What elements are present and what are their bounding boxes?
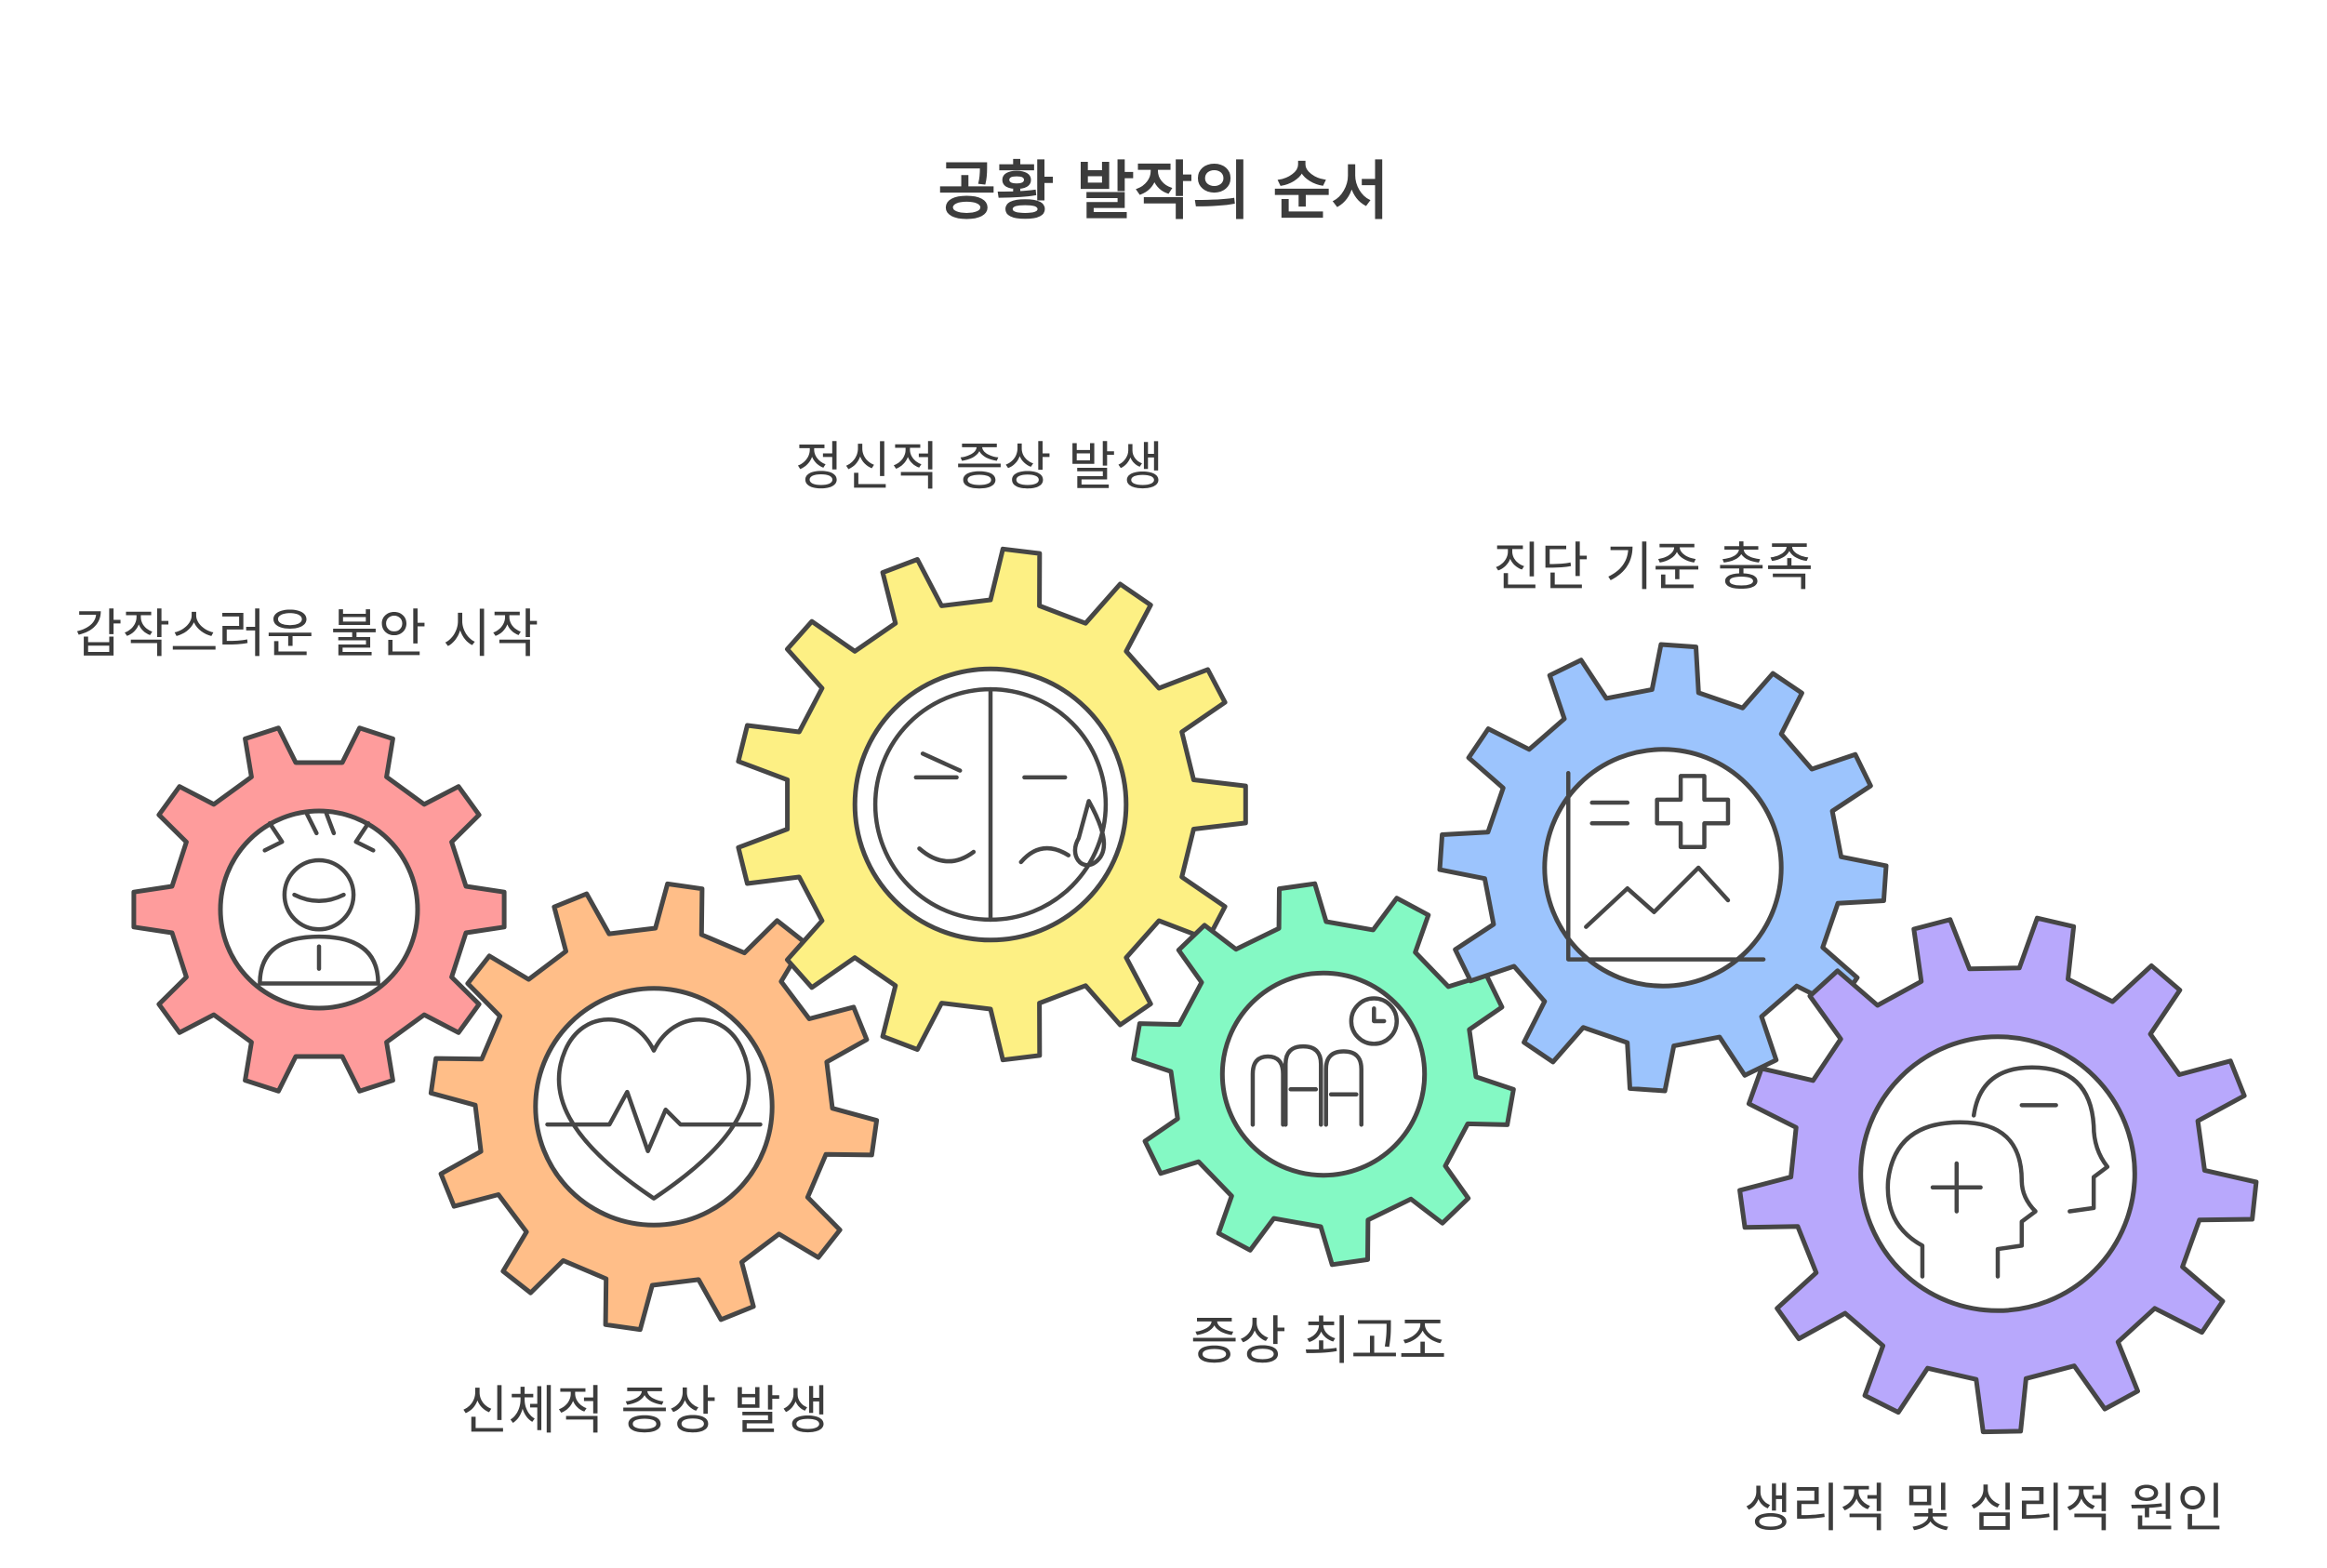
gear-1 [131, 725, 507, 1094]
sad-face-tear-icon [872, 686, 1109, 923]
page-title: 공황 발작의 순서 [937, 155, 1390, 229]
gear-5-hub [1542, 747, 1784, 989]
fingers-clock-icon [1250, 996, 1400, 1127]
gear-4 [1131, 881, 1516, 1268]
gear-6 [1737, 915, 2259, 1435]
heartbeat-icon [545, 1017, 763, 1201]
gear-3 [736, 546, 1248, 1063]
gear-5 [1437, 642, 1889, 1094]
gear-2 [428, 881, 880, 1333]
step-label-4: 증상 최고조 [1190, 1311, 1447, 1372]
step-label-5: 진단 기준 충족 [1493, 538, 1814, 598]
medical-chart-icon [1565, 770, 1766, 962]
step-label-6: 생리적 및 심리적 원인 [1744, 1479, 2226, 1539]
gear-1-hub [218, 808, 420, 1011]
heads-plus-minus-icon [1885, 1065, 2110, 1279]
gear-4-hub [1219, 970, 1428, 1178]
step-label-2: 신체적 증상 발생 [460, 1381, 830, 1442]
gear-2-hub [533, 986, 775, 1228]
step-label-1: 갑작스러운 불안 시작 [74, 605, 539, 665]
anxious-person-icon [258, 811, 380, 986]
gear-6-hub [1858, 1034, 2137, 1313]
step-label-3: 정신적 증상 발생 [795, 437, 1164, 498]
